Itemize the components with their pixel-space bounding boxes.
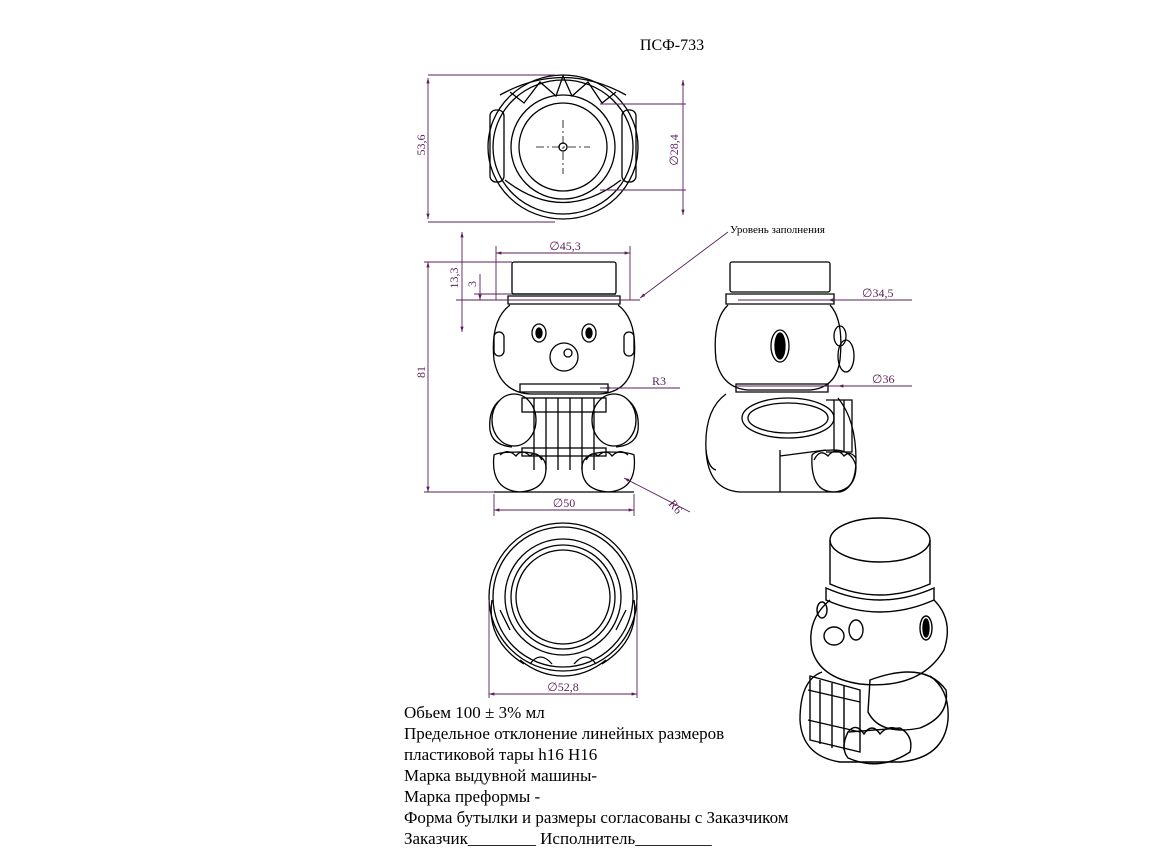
dim-side-diameter-upper: ∅34,5 <box>862 286 893 300</box>
spec-tolerance-line2: пластиковой тары h16 H16 <box>404 745 598 764</box>
dim-top-height: 53,6 <box>414 135 428 156</box>
dim-radius-r6: R6 <box>666 497 686 517</box>
spec-volume: Обьем 100 ± 3% мл <box>404 703 545 722</box>
dim-radius-r3: R3 <box>652 374 666 388</box>
spec-agreement: Форма бутылки и размеры согласованы с За… <box>404 808 789 827</box>
dim-base-width: ∅50 <box>553 496 575 510</box>
side-view-dimensions <box>736 298 912 388</box>
bottom-view-dimensions <box>488 600 638 698</box>
spec-preform-mark: Марка преформы - <box>404 787 541 806</box>
dim-neck-diameter: ∅45,3 <box>549 239 580 253</box>
dim-side-diameter-lower: ∅36 <box>872 372 894 386</box>
front-view-dimensions <box>424 231 729 516</box>
specification-notes: Обьем 100 ± 3% мл Предельное отклонение … <box>404 702 789 849</box>
isometric-view <box>799 517 949 765</box>
drawing-title: ПСФ-733 <box>640 37 704 54</box>
side-view <box>705 261 857 493</box>
dim-neck-height: 13,3 <box>447 268 461 289</box>
dim-total-height: 81 <box>414 366 428 378</box>
dim-bottom-diameter: ∅52,8 <box>547 680 578 694</box>
spec-tolerance-line1: Предельное отклонение линейных размеров <box>404 724 725 743</box>
dim-neck-step: 3 <box>465 281 479 287</box>
fill-level-label: Уровень заполнения <box>730 224 825 236</box>
dim-top-diameter: ∅28,4 <box>667 134 681 165</box>
top-view-dimensions <box>426 74 686 223</box>
front-view <box>489 261 639 493</box>
spec-signatures: Заказчик________ Исполнитель_________ <box>404 829 712 848</box>
bottom-view <box>488 522 638 677</box>
top-view <box>487 74 639 220</box>
spec-machine-mark: Марка выдувной машины- <box>404 766 598 785</box>
